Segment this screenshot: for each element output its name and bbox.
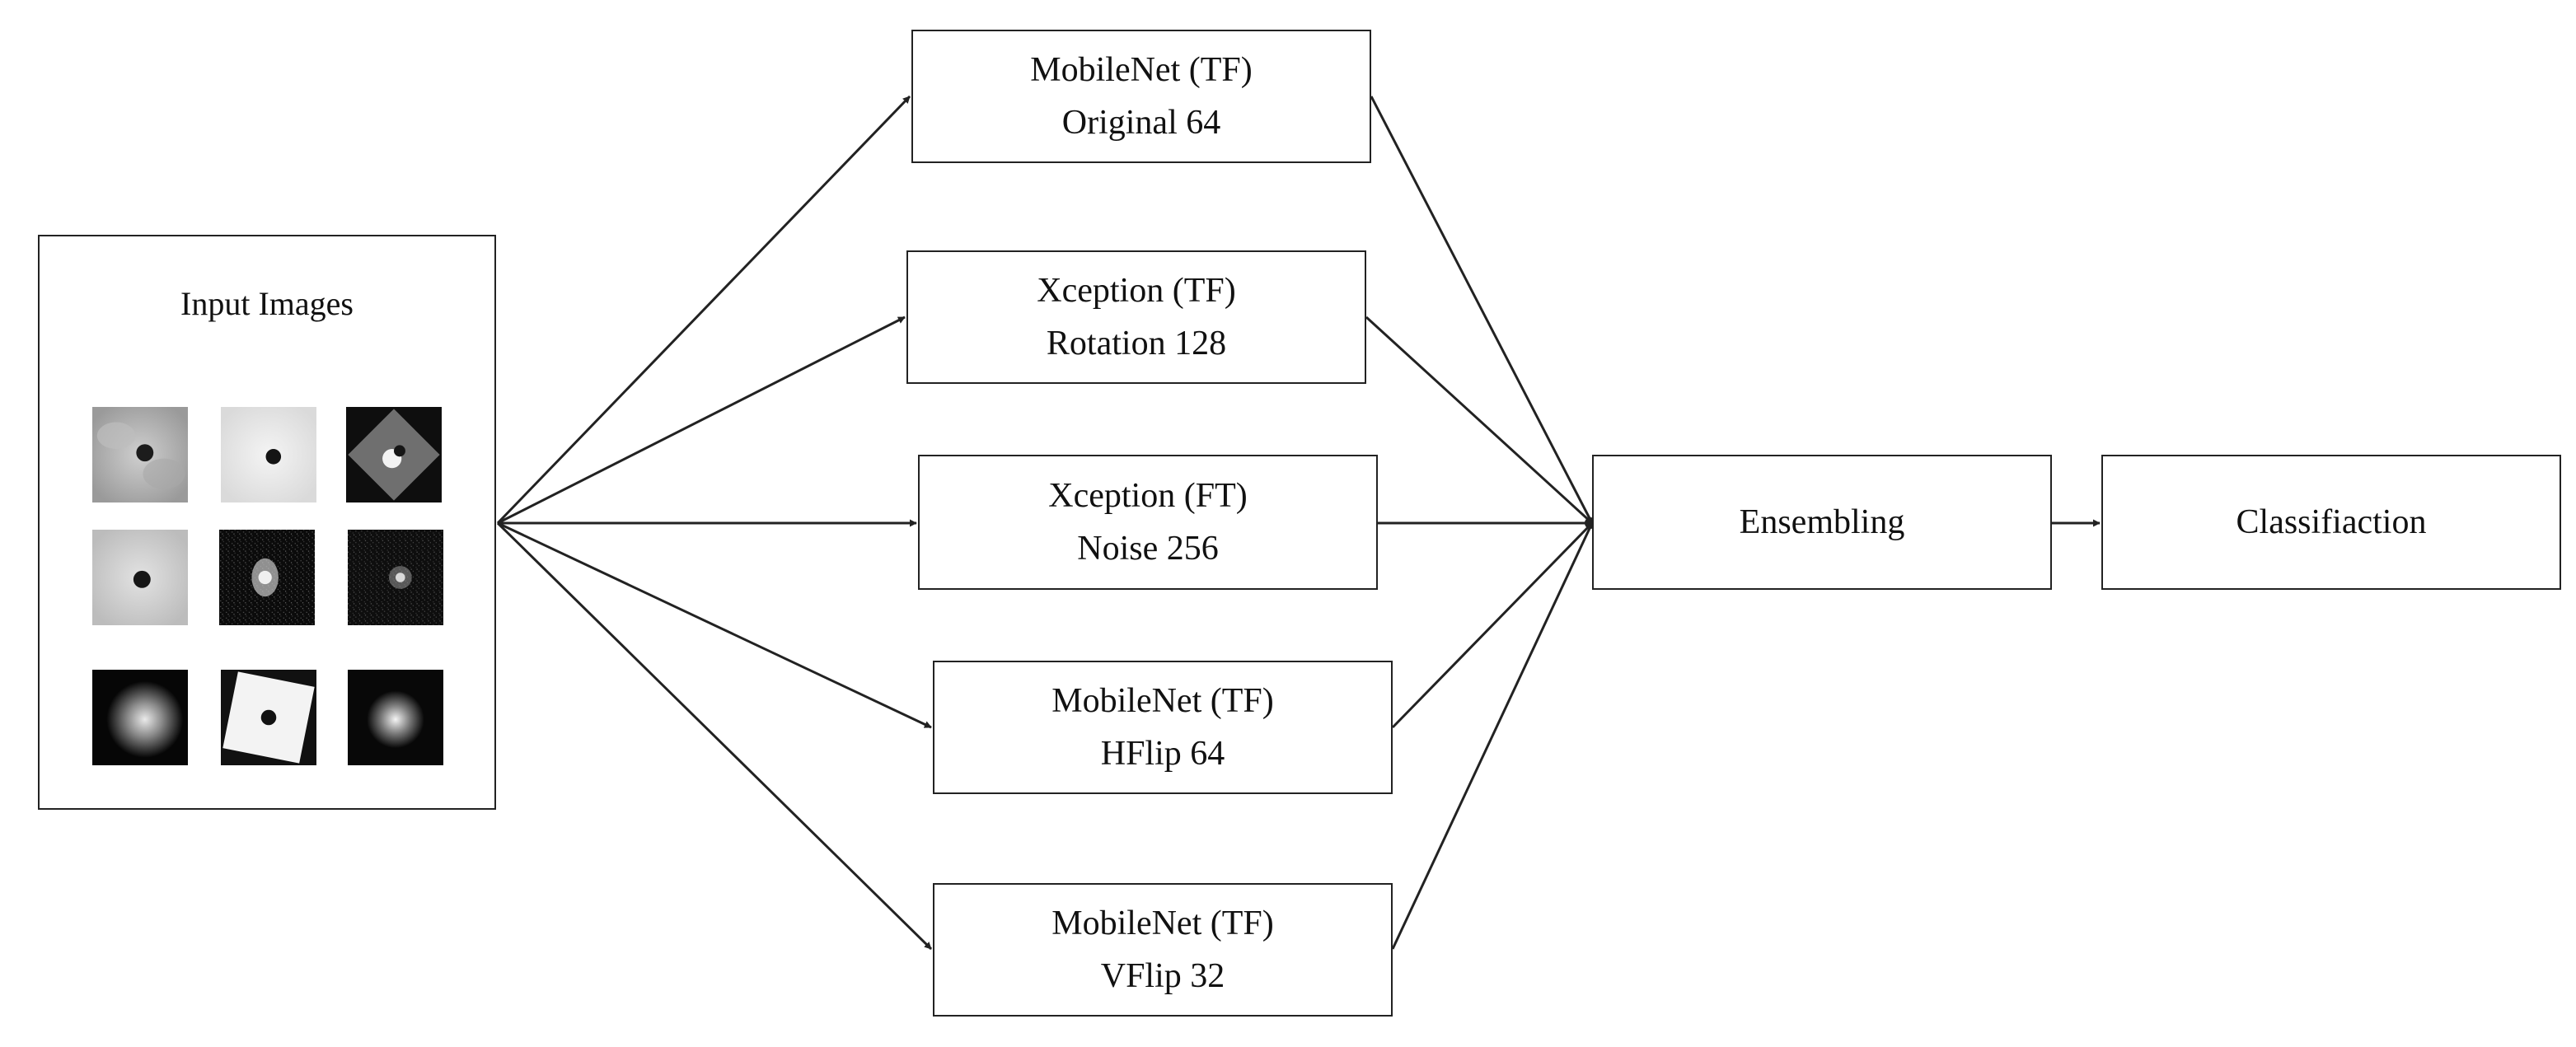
arrow-input-to-model-5 (496, 521, 933, 951)
arrow-input-to-model-4 (497, 521, 932, 729)
rotated-light-square-icon (221, 670, 316, 765)
model-name: MobileNet (TF) (1030, 51, 1253, 89)
input-images-panel: Input Images (38, 235, 496, 810)
rotated-gray-square-icon (346, 407, 442, 502)
arrow-input-to-model-1 (496, 95, 911, 525)
noisy-gray-dark-spot-icon (92, 407, 188, 502)
line-model-1-to-ensembling (1370, 96, 1594, 524)
model-box-xception-rotation: Xception (TF) Rotation 128 (906, 250, 1366, 384)
model-config: VFlip 32 (1100, 957, 1225, 995)
input-images-title: Input Images (180, 285, 354, 322)
line-model-2-to-ensembling (1365, 316, 1594, 525)
classification-label: Classifiaction (2236, 503, 2427, 541)
ensembling-box: Ensembling (1592, 455, 2052, 590)
ensembling-label: Ensembling (1739, 503, 1905, 541)
model-box-mobilenet-hflip: MobileNet (TF) HFlip 64 (933, 661, 1393, 794)
model-name: Xception (TF) (1037, 272, 1236, 310)
model-config: HFlip 64 (1100, 735, 1225, 773)
line-model-5-to-ensembling (1391, 522, 1594, 950)
arrow-input-to-model-2 (497, 316, 906, 525)
model-box-xception-noise: Xception (FT) Noise 256 (918, 455, 1378, 590)
line-model-4-to-ensembling (1391, 521, 1594, 729)
model-config: Noise 256 (1077, 530, 1219, 568)
model-name: Xception (FT) (1048, 477, 1248, 515)
model-config: Original 64 (1061, 104, 1221, 142)
dark-noise-faint-spot-icon (348, 530, 443, 625)
model-name: MobileNet (TF) (1051, 904, 1274, 942)
model-box-mobilenet-vflip: MobileNet (TF) VFlip 32 (933, 883, 1393, 1017)
classification-box: Classifiaction (2101, 455, 2561, 590)
dark-noise-bright-spot-icon (219, 530, 315, 625)
light-gray-dark-spot-icon (221, 407, 316, 502)
dark-bright-blob-icon (92, 670, 188, 765)
dark-bright-spot-icon (348, 670, 443, 765)
soft-gray-dark-spot-icon (92, 530, 188, 625)
model-box-mobilenet-original: MobileNet (TF) Original 64 (911, 30, 1371, 163)
model-config: Rotation 128 (1046, 325, 1227, 362)
model-name: MobileNet (TF) (1051, 682, 1274, 720)
